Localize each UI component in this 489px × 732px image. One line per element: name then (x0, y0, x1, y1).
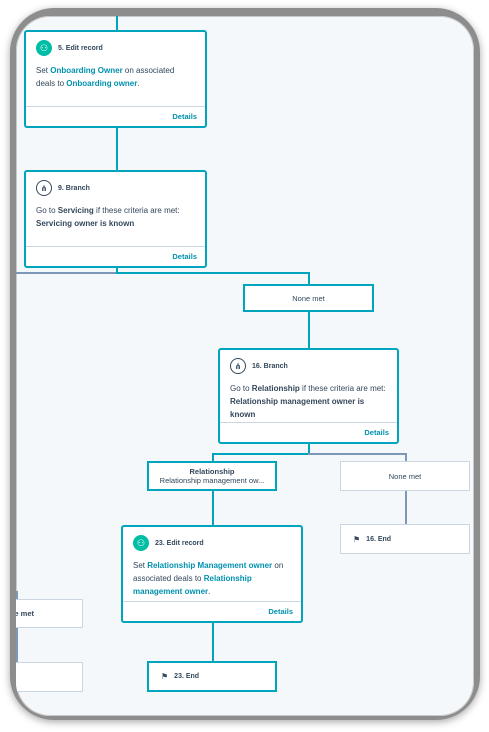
connector (16, 628, 18, 662)
card-body: Go to Servicing if these criteria are me… (36, 206, 180, 228)
end-node[interactable]: ⚑ 16. End (340, 524, 470, 554)
flag-icon: ⚑ (353, 534, 361, 544)
branch-label-none-met[interactable]: None met (243, 284, 374, 312)
connector (308, 272, 310, 284)
workflow-canvas[interactable]: ⚇ 5. Edit record Set Onboarding Owner on… (16, 16, 474, 716)
branch-label-none-met[interactable]: None met (340, 461, 470, 491)
connector (116, 268, 118, 272)
card-body: Go to Relationship if these criteria are… (230, 384, 386, 419)
card-body: Set Onboarding Owner on associated deals… (36, 66, 175, 88)
connector (212, 623, 214, 661)
details-link[interactable]: Details (26, 106, 205, 126)
edit-record-card[interactable]: ⚇ 5. Edit record Set Onboarding Owner on… (24, 30, 207, 128)
people-icon: ⚇ (133, 535, 149, 551)
branch-card[interactable]: ⋔ 9. Branch Go to Servicing if these cri… (24, 170, 207, 268)
connector (116, 128, 118, 170)
details-link[interactable]: Details (220, 422, 397, 442)
people-icon: ⚇ (36, 40, 52, 56)
property-link[interactable]: Onboarding owner (66, 79, 138, 88)
card-title: 23. Edit record (155, 539, 204, 547)
end-node[interactable] (16, 662, 83, 692)
card-body: Set Relationship Management owner on ass… (133, 561, 284, 596)
branch-icon: ⋔ (230, 358, 246, 374)
branch-label-relationship[interactable]: Relationship Relationship management ow.… (147, 461, 277, 491)
details-link[interactable]: Details (26, 246, 205, 266)
card-title: 16. Branch (252, 362, 288, 370)
flag-icon: ⚑ (161, 672, 169, 681)
connector (16, 272, 116, 274)
end-node[interactable]: ⚑ 23. End (147, 661, 277, 692)
connector (308, 444, 310, 454)
connector (405, 453, 407, 461)
connector (212, 453, 214, 461)
property-link[interactable]: Relationship Management owner (147, 561, 273, 570)
property-link[interactable]: Relationship management owner (133, 574, 252, 596)
details-link[interactable]: Details (123, 601, 301, 621)
connector (308, 453, 406, 455)
connector (212, 491, 214, 525)
card-title: 5. Edit record (58, 44, 103, 52)
connector (308, 312, 310, 348)
connector (16, 591, 18, 599)
connector (116, 16, 118, 30)
branch-icon: ⋔ (36, 180, 52, 196)
property-link[interactable]: Onboarding Owner (50, 66, 123, 75)
card-title: 9. Branch (58, 184, 90, 192)
edit-record-card[interactable]: ⚇ 23. Edit record Set Relationship Manag… (121, 525, 303, 623)
branch-card[interactable]: ⋔ 16. Branch Go to Relationship if these… (218, 348, 399, 444)
connector (116, 272, 309, 274)
branch-label-none-met[interactable]: e met (16, 599, 83, 628)
connector (405, 491, 407, 524)
connector (212, 453, 308, 455)
